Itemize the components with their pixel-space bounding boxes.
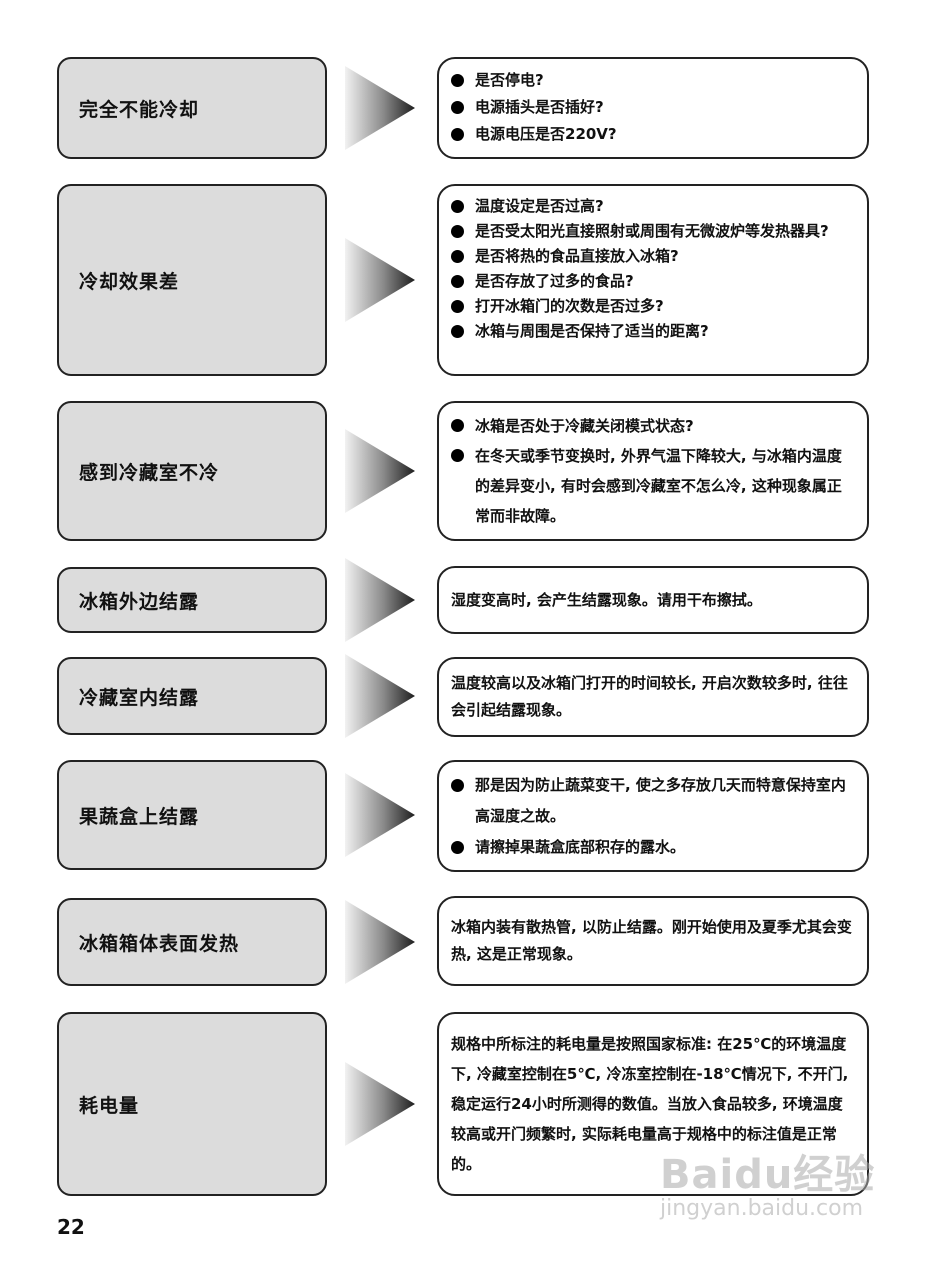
bullet-icon xyxy=(451,778,464,792)
check-item-text: 在冬天或季节变换时, 外界气温下降较大, 与冰箱内温度的差异变小, 有时会感到冷… xyxy=(475,447,842,525)
bullet-icon xyxy=(451,127,464,141)
answer-box: 温度较高以及冰箱门打开的时间较长, 开启次数较多时, 往往会引起结露现象。 xyxy=(437,657,869,737)
problem-label: 冷藏室内结露 xyxy=(57,657,327,735)
arrow-right-icon xyxy=(345,773,415,857)
watermark: Baidu经验 jingyan.baidu.com xyxy=(660,1142,875,1221)
answer-box: 是否停电? 电源插头是否插好? 电源电压是否220V? xyxy=(437,57,869,159)
check-item: 打开冰箱门的次数是否过多? xyxy=(451,294,855,319)
bullet-icon xyxy=(451,449,464,462)
arrow-right-icon xyxy=(345,238,415,322)
problem-label: 耗电量 xyxy=(57,1012,327,1196)
check-item-text: 是否将热的食品直接放入冰箱? xyxy=(475,247,679,265)
answer-text: 冰箱内装有散热管, 以防止结露。刚开始使用及夏季尤其会变热, 这是正常现象。 xyxy=(451,918,852,963)
arrow-right-icon xyxy=(345,66,415,150)
check-item-text: 是否存放了过多的食品? xyxy=(475,272,634,290)
bullet-icon xyxy=(451,224,464,238)
check-list: 那是因为防止蔬菜变干, 使之多存放几天而特意保持室内高湿度之故。请擦掉果蔬盒底部… xyxy=(451,770,855,863)
answer-box: 湿度变高时, 会产生结露现象。请用干布擦拭。 xyxy=(437,566,869,634)
check-item: 是否将热的食品直接放入冰箱? xyxy=(451,244,855,269)
bullet-icon xyxy=(451,249,464,263)
arrow-right-icon xyxy=(345,558,415,642)
bullet-icon xyxy=(451,100,464,114)
check-item-text: 电源电压是否220V? xyxy=(475,125,617,143)
check-list: 温度设定是否过高? 是否受太阳光直接照射或周围有无微波炉等发热器具? 是否将热的食品… xyxy=(451,194,855,344)
problem-label: 冰箱箱体表面发热 xyxy=(57,898,327,986)
bullet-icon xyxy=(451,73,464,87)
bullet-icon xyxy=(451,419,464,432)
check-item: 电源插头是否插好? xyxy=(451,94,855,121)
arrow-right-icon xyxy=(345,1062,415,1146)
check-item: 是否停电? xyxy=(451,67,855,94)
bullet-icon xyxy=(451,274,464,288)
bullet-icon xyxy=(451,199,464,213)
bullet-icon xyxy=(451,840,464,854)
check-item: 在冬天或季节变换时, 外界气温下降较大, 与冰箱内温度的差异变小, 有时会感到冷… xyxy=(451,441,855,531)
answer-box: 冰箱内装有散热管, 以防止结露。刚开始使用及夏季尤其会变热, 这是正常现象。 xyxy=(437,896,869,986)
check-item-text: 冰箱与周围是否保持了适当的距离? xyxy=(475,322,709,340)
check-item-text: 温度设定是否过高? xyxy=(475,197,604,215)
check-item: 那是因为防止蔬菜变干, 使之多存放几天而特意保持室内高湿度之故。 xyxy=(451,770,855,832)
bullet-icon xyxy=(451,324,464,338)
bullet-icon xyxy=(451,299,464,313)
answer-text: 规格中所标注的耗电量是按照国家标准: 在25℃的环境温度下, 冷藏室控制在5℃,… xyxy=(451,1035,849,1173)
page-number: 22 xyxy=(57,1215,85,1239)
check-item-text: 冰箱是否处于冷藏关闭模式状态? xyxy=(475,417,694,435)
problem-label: 完全不能冷却 xyxy=(57,57,327,159)
answer-box: 那是因为防止蔬菜变干, 使之多存放几天而特意保持室内高湿度之故。请擦掉果蔬盒底部… xyxy=(437,760,869,872)
check-item-text: 电源插头是否插好? xyxy=(475,98,604,116)
arrow-right-icon xyxy=(345,654,415,738)
problem-label: 感到冷藏室不冷 xyxy=(57,401,327,541)
check-list: 是否停电? 电源插头是否插好? 电源电压是否220V? xyxy=(451,67,855,148)
check-item: 电源电压是否220V? xyxy=(451,121,855,148)
answer-box: 温度设定是否过高? 是否受太阳光直接照射或周围有无微波炉等发热器具? 是否将热的食品… xyxy=(437,184,869,376)
watermark-logo: Baidu经验 xyxy=(660,1152,876,1198)
check-item-text: 是否受太阳光直接照射或周围有无微波炉等发热器具? xyxy=(475,222,829,240)
answer-text: 温度较高以及冰箱门打开的时间较长, 开启次数较多时, 往往会引起结露现象。 xyxy=(451,674,848,719)
check-item: 冰箱是否处于冷藏关闭模式状态? xyxy=(451,411,855,441)
check-item-text: 是否停电? xyxy=(475,71,544,89)
check-item-text: 打开冰箱门的次数是否过多? xyxy=(475,297,664,315)
arrow-right-icon xyxy=(345,900,415,984)
problem-label: 果蔬盒上结露 xyxy=(57,760,327,870)
check-item: 冰箱与周围是否保持了适当的距离? xyxy=(451,319,855,344)
arrow-right-icon xyxy=(345,429,415,513)
check-item: 是否受太阳光直接照射或周围有无微波炉等发热器具? xyxy=(451,219,855,244)
check-item: 温度设定是否过高? xyxy=(451,194,855,219)
problem-label: 冰箱外边结露 xyxy=(57,567,327,633)
answer-box: 规格中所标注的耗电量是按照国家标准: 在25℃的环境温度下, 冷藏室控制在5℃,… xyxy=(437,1012,869,1196)
answer-text: 湿度变高时, 会产生结露现象。请用干布擦拭。 xyxy=(451,590,762,609)
check-item: 请擦掉果蔬盒底部积存的露水。 xyxy=(451,832,855,863)
check-item-text: 那是因为防止蔬菜变干, 使之多存放几天而特意保持室内高湿度之故。 xyxy=(475,776,846,825)
check-list: 冰箱是否处于冷藏关闭模式状态? 在冬天或季节变换时, 外界气温下降较大, 与冰箱内… xyxy=(451,411,855,531)
check-item-text: 请擦掉果蔬盒底部积存的露水。 xyxy=(475,838,686,856)
problem-label: 冷却效果差 xyxy=(57,184,327,376)
watermark-url: jingyan.baidu.com xyxy=(660,1196,864,1221)
answer-box: 冰箱是否处于冷藏关闭模式状态? 在冬天或季节变换时, 外界气温下降较大, 与冰箱内… xyxy=(437,401,869,541)
check-item: 是否存放了过多的食品? xyxy=(451,269,855,294)
